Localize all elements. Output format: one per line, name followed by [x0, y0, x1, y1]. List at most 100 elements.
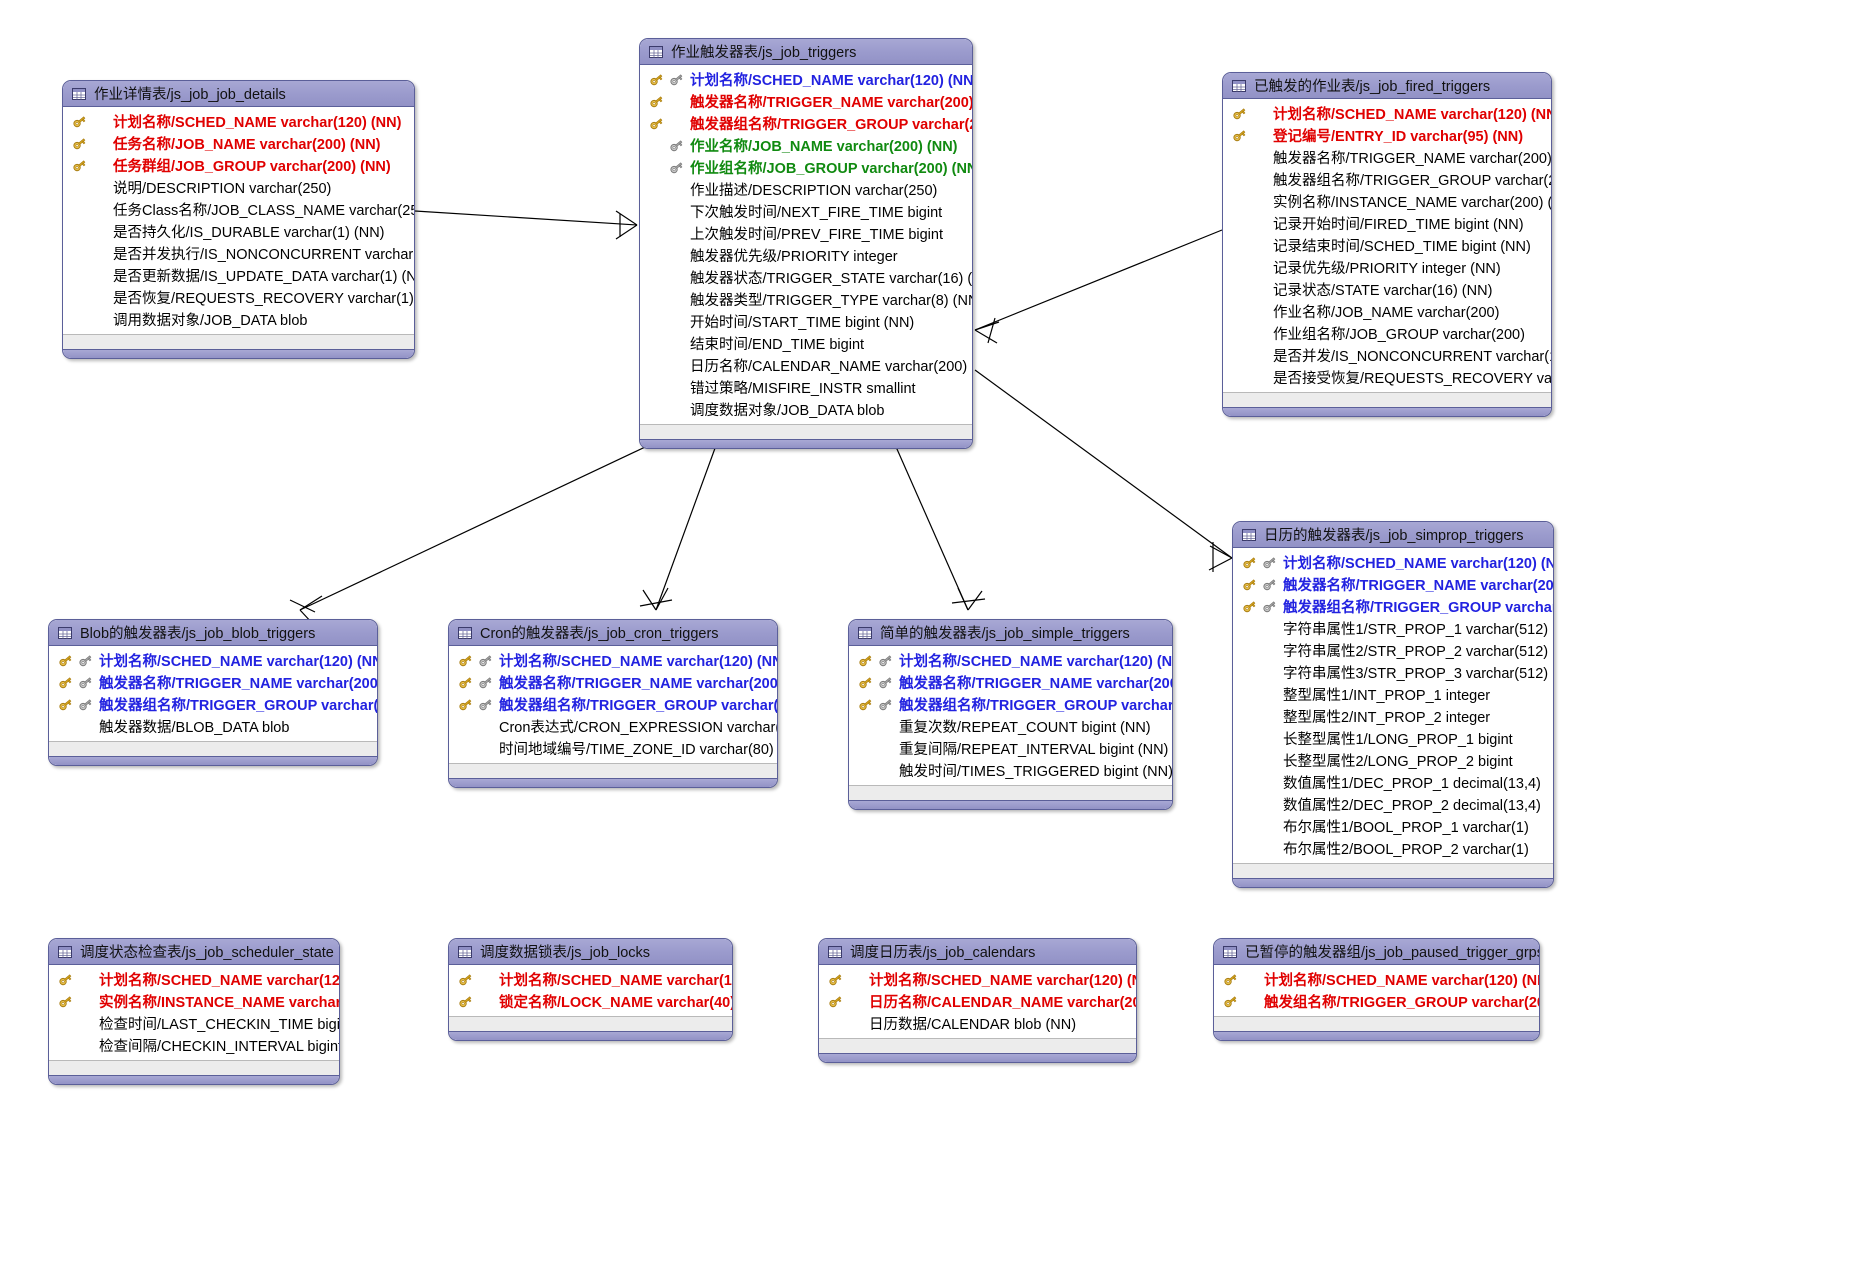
attribute-row[interactable]: 整型属性2/INT_PROP_2 integer	[1233, 705, 1553, 727]
attribute-row[interactable]: 记录优先级/PRIORITY integer (NN)	[1223, 256, 1551, 278]
entity-paused_trigger_grps[interactable]: 已暂停的触发器组/js_job_paused_trigger_grps 计划名称/…	[1213, 938, 1540, 1041]
attribute-row[interactable]: 触发器名称/TRIGGER_NAME varchar(200) (NN)	[49, 671, 377, 693]
entity-header-job_details[interactable]: 作业详情表/js_job_job_details	[63, 81, 414, 107]
attribute-row[interactable]: 作业名称/JOB_NAME varchar(200) (NN)	[640, 134, 972, 156]
attribute-row[interactable]: 是否并发/IS_NONCONCURRENT varchar(1)	[1223, 344, 1551, 366]
attribute-row[interactable]: 字符串属性2/STR_PROP_2 varchar(512)	[1233, 639, 1553, 661]
attribute-row[interactable]: 触发器名称/TRIGGER_NAME varchar(200) (NN)	[640, 90, 972, 112]
attribute-row[interactable]: 登记编号/ENTRY_ID varchar(95) (NN)	[1223, 124, 1551, 146]
entity-header-cron_triggers[interactable]: Cron的触发器表/js_job_cron_triggers	[449, 620, 777, 646]
attribute-row[interactable]: 重复次数/REPEAT_COUNT bigint (NN)	[849, 715, 1172, 737]
attribute-row[interactable]: 触发器名称/TRIGGER_NAME varchar(200) (NN)	[1233, 573, 1553, 595]
attribute-row[interactable]: 触发器组名称/TRIGGER_GROUP varchar(200) (NN)	[1223, 168, 1551, 190]
attribute-row[interactable]: 计划名称/SCHED_NAME varchar(120) (NN)	[819, 968, 1136, 990]
attribute-row[interactable]: 触发组名称/TRIGGER_GROUP varchar(200) (NN)	[1214, 990, 1539, 1012]
attribute-row[interactable]: 作业组名称/JOB_GROUP varchar(200)	[1223, 322, 1551, 344]
entity-simprop_triggers[interactable]: 日历的触发器表/js_job_simprop_triggers 计划名称/SCHE…	[1232, 521, 1554, 888]
attribute-row[interactable]: 触发时间/TIMES_TRIGGERED bigint (NN)	[849, 759, 1172, 781]
attribute-row[interactable]: 字符串属性3/STR_PROP_3 varchar(512)	[1233, 661, 1553, 683]
entity-header-paused_trigger_grps[interactable]: 已暂停的触发器组/js_job_paused_trigger_grps	[1214, 939, 1539, 965]
attribute-row[interactable]: 计划名称/SCHED_NAME varchar(120) (NN)	[49, 649, 377, 671]
attribute-row[interactable]: 数值属性1/DEC_PROP_1 decimal(13,4)	[1233, 771, 1553, 793]
attribute-row[interactable]: 结束时间/END_TIME bigint	[640, 332, 972, 354]
entity-header-blob_triggers[interactable]: Blob的触发器表/js_job_blob_triggers	[49, 620, 377, 646]
entity-job_details[interactable]: 作业详情表/js_job_job_details 计划名称/SCHED_NAME …	[62, 80, 415, 359]
attribute-row[interactable]: 开始时间/START_TIME bigint (NN)	[640, 310, 972, 332]
attribute-row[interactable]: 是否接受恢复/REQUESTS_RECOVERY varchar(1)	[1223, 366, 1551, 388]
attribute-row[interactable]: 错过策略/MISFIRE_INSTR smallint	[640, 376, 972, 398]
attribute-row[interactable]: 是否恢复/REQUESTS_RECOVERY varchar(1) (NN)	[63, 286, 414, 308]
attribute-row[interactable]: 检查时间/LAST_CHECKIN_TIME bigint (NN)	[49, 1012, 339, 1034]
attribute-row[interactable]: 触发器数据/BLOB_DATA blob	[49, 715, 377, 737]
attribute-row[interactable]: 触发器组名称/TRIGGER_GROUP varchar(200) (NN)	[1233, 595, 1553, 617]
attribute-row[interactable]: 数值属性2/DEC_PROP_2 decimal(13,4)	[1233, 793, 1553, 815]
attribute-row[interactable]: 是否更新数据/IS_UPDATE_DATA varchar(1) (NN)	[63, 264, 414, 286]
attribute-row[interactable]: 触发器状态/TRIGGER_STATE varchar(16) (NN)	[640, 266, 972, 288]
entity-simple_triggers[interactable]: 简单的触发器表/js_job_simple_triggers 计划名称/SCHED…	[848, 619, 1173, 810]
entity-header-scheduler_state[interactable]: 调度状态检查表/js_job_scheduler_state	[49, 939, 339, 965]
attribute-row[interactable]: 计划名称/SCHED_NAME varchar(120) (NN)	[49, 968, 339, 990]
attribute-row[interactable]: 触发器组名称/TRIGGER_GROUP varchar(200) (NN)	[640, 112, 972, 134]
attribute-row[interactable]: 下次触发时间/NEXT_FIRE_TIME bigint	[640, 200, 972, 222]
attribute-row[interactable]: 任务Class名称/JOB_CLASS_NAME varchar(250) (N…	[63, 198, 414, 220]
entity-job_triggers[interactable]: 作业触发器表/js_job_triggers 计划名称/SCHED_NAME va…	[639, 38, 973, 449]
attribute-row[interactable]: 整型属性1/INT_PROP_1 integer	[1233, 683, 1553, 705]
attribute-row[interactable]: 触发器组名称/TRIGGER_GROUP varchar(200) (NN)	[449, 693, 777, 715]
attribute-row[interactable]: 锁定名称/LOCK_NAME varchar(40) (NN)	[449, 990, 732, 1012]
entity-blob_triggers[interactable]: Blob的触发器表/js_job_blob_triggers 计划名称/SCHED…	[48, 619, 378, 766]
attribute-row[interactable]: 日历数据/CALENDAR blob (NN)	[819, 1012, 1136, 1034]
entity-header-simple_triggers[interactable]: 简单的触发器表/js_job_simple_triggers	[849, 620, 1172, 646]
attribute-row[interactable]: 计划名称/SCHED_NAME varchar(120) (NN)	[1214, 968, 1539, 990]
attribute-row[interactable]: 触发器组名称/TRIGGER_GROUP varchar(200) (NN)	[849, 693, 1172, 715]
attribute-row[interactable]: 触发器名称/TRIGGER_NAME varchar(200) (NN)	[1223, 146, 1551, 168]
attribute-row[interactable]: 触发器名称/TRIGGER_NAME varchar(200) (NN)	[449, 671, 777, 693]
attribute-row[interactable]: Cron表达式/CRON_EXPRESSION varchar(120) (NN…	[449, 715, 777, 737]
attribute-row[interactable]: 字符串属性1/STR_PROP_1 varchar(512)	[1233, 617, 1553, 639]
attribute-row[interactable]: 实例名称/INSTANCE_NAME varchar(200) (NN)	[49, 990, 339, 1012]
attribute-row[interactable]: 是否持久化/IS_DURABLE varchar(1) (NN)	[63, 220, 414, 242]
attribute-row[interactable]: 记录结束时间/SCHED_TIME bigint (NN)	[1223, 234, 1551, 256]
attribute-row[interactable]: 布尔属性2/BOOL_PROP_2 varchar(1)	[1233, 837, 1553, 859]
attribute-row[interactable]: 调用数据对象/JOB_DATA blob	[63, 308, 414, 330]
attribute-row[interactable]: 触发器名称/TRIGGER_NAME varchar(200) (NN)	[849, 671, 1172, 693]
attribute-row[interactable]: 任务群组/JOB_GROUP varchar(200) (NN)	[63, 154, 414, 176]
entity-locks[interactable]: 调度数据锁表/js_job_locks 计划名称/SCHED_NAME varch…	[448, 938, 733, 1041]
entity-header-job_triggers[interactable]: 作业触发器表/js_job_triggers	[640, 39, 972, 65]
attribute-row[interactable]: 触发器组名称/TRIGGER_GROUP varchar(200) (NN)	[49, 693, 377, 715]
entity-calendars[interactable]: 调度日历表/js_job_calendars 计划名称/SCHED_NAME va…	[818, 938, 1137, 1063]
attribute-row[interactable]: 实例名称/INSTANCE_NAME varchar(200) (NN)	[1223, 190, 1551, 212]
attribute-row[interactable]: 计划名称/SCHED_NAME varchar(120) (NN)	[1233, 551, 1553, 573]
attribute-row[interactable]: 日历名称/CALENDAR_NAME varchar(200)	[640, 354, 972, 376]
attribute-row[interactable]: 作业组名称/JOB_GROUP varchar(200) (NN)	[640, 156, 972, 178]
attribute-row[interactable]: 重复间隔/REPEAT_INTERVAL bigint (NN)	[849, 737, 1172, 759]
entity-header-calendars[interactable]: 调度日历表/js_job_calendars	[819, 939, 1136, 965]
attribute-row[interactable]: 调度数据对象/JOB_DATA blob	[640, 398, 972, 420]
attribute-row[interactable]: 长整型属性2/LONG_PROP_2 bigint	[1233, 749, 1553, 771]
attribute-row[interactable]: 日历名称/CALENDAR_NAME varchar(200) (NN)	[819, 990, 1136, 1012]
attribute-row[interactable]: 作业描述/DESCRIPTION varchar(250)	[640, 178, 972, 200]
attribute-row[interactable]: 说明/DESCRIPTION varchar(250)	[63, 176, 414, 198]
entity-header-simprop_triggers[interactable]: 日历的触发器表/js_job_simprop_triggers	[1233, 522, 1553, 548]
entity-fired_triggers[interactable]: 已触发的作业表/js_job_fired_triggers 计划名称/SCHED_…	[1222, 72, 1552, 417]
attribute-row[interactable]: 时间地域编号/TIME_ZONE_ID varchar(80)	[449, 737, 777, 759]
attribute-row[interactable]: 计划名称/SCHED_NAME varchar(120) (NN)	[640, 68, 972, 90]
attribute-row[interactable]: 计划名称/SCHED_NAME varchar(120) (NN)	[1223, 102, 1551, 124]
entity-header-locks[interactable]: 调度数据锁表/js_job_locks	[449, 939, 732, 965]
attribute-row[interactable]: 触发器优先级/PRIORITY integer	[640, 244, 972, 266]
entity-scheduler_state[interactable]: 调度状态检查表/js_job_scheduler_state 计划名称/SCHED…	[48, 938, 340, 1085]
attribute-row[interactable]: 布尔属性1/BOOL_PROP_1 varchar(1)	[1233, 815, 1553, 837]
attribute-row[interactable]: 检查间隔/CHECKIN_INTERVAL bigint (NN)	[49, 1034, 339, 1056]
attribute-row[interactable]: 记录开始时间/FIRED_TIME bigint (NN)	[1223, 212, 1551, 234]
attribute-row[interactable]: 计划名称/SCHED_NAME varchar(120) (NN)	[63, 110, 414, 132]
entity-header-fired_triggers[interactable]: 已触发的作业表/js_job_fired_triggers	[1223, 73, 1551, 99]
attribute-row[interactable]: 计划名称/SCHED_NAME varchar(120) (NN)	[849, 649, 1172, 671]
attribute-row[interactable]: 触发器类型/TRIGGER_TYPE varchar(8) (NN)	[640, 288, 972, 310]
attribute-row[interactable]: 上次触发时间/PREV_FIRE_TIME bigint	[640, 222, 972, 244]
attribute-row[interactable]: 长整型属性1/LONG_PROP_1 bigint	[1233, 727, 1553, 749]
attribute-row[interactable]: 计划名称/SCHED_NAME varchar(120) (NN)	[449, 649, 777, 671]
attribute-row[interactable]: 记录状态/STATE varchar(16) (NN)	[1223, 278, 1551, 300]
entity-cron_triggers[interactable]: Cron的触发器表/js_job_cron_triggers 计划名称/SCHED…	[448, 619, 778, 788]
attribute-row[interactable]: 计划名称/SCHED_NAME varchar(120) (NN)	[449, 968, 732, 990]
attribute-row[interactable]: 是否并发执行/IS_NONCONCURRENT varchar(1) (NN)	[63, 242, 414, 264]
attribute-row[interactable]: 任务名称/JOB_NAME varchar(200) (NN)	[63, 132, 414, 154]
